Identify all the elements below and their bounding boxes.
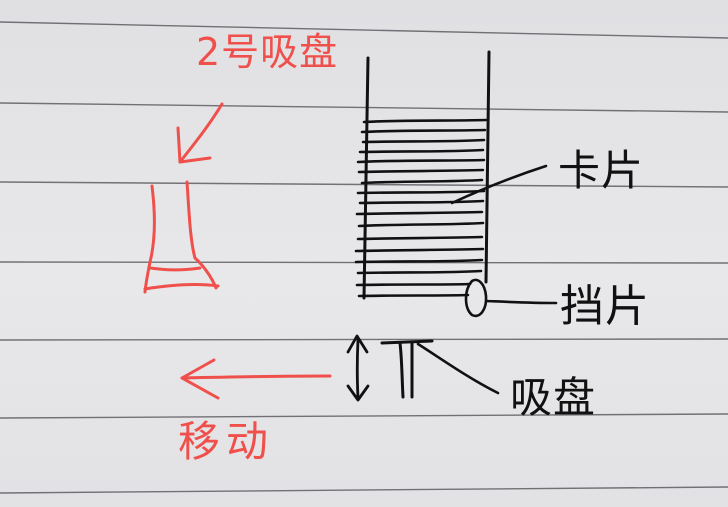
suction-leader-line	[416, 342, 500, 395]
suction-cup-2-right	[185, 180, 218, 290]
suction-cup-2-base	[143, 283, 220, 291]
ruled-lines	[0, 21, 728, 494]
move-arrow-head	[180, 358, 220, 400]
card-line	[357, 168, 485, 174]
move-arrow-shaft	[180, 374, 332, 380]
card-line	[360, 178, 484, 185]
rule-line	[0, 413, 728, 419]
arrow-head-up	[346, 334, 369, 354]
card-label: 卡片	[558, 146, 645, 195]
card-line	[362, 118, 488, 124]
rule-line	[0, 102, 728, 113]
card-leader-line	[450, 164, 548, 205]
suction-cup-2-inner	[148, 266, 202, 272]
card-line	[356, 158, 486, 164]
card-line	[356, 269, 483, 275]
stopper-outline	[464, 278, 488, 318]
arrow-head-down	[346, 384, 370, 402]
magazine-right-wall	[484, 50, 491, 284]
card-line	[358, 199, 485, 205]
move-label: 移动	[178, 417, 275, 466]
pointer-arrow-shaft	[178, 102, 224, 164]
stopper-leader-line	[484, 299, 558, 305]
card-line	[357, 293, 470, 298]
card-line	[358, 148, 485, 154]
suction-cup-2-label: 2号吸盘	[196, 30, 339, 74]
suction-cup-2-left	[143, 184, 156, 294]
arrow-shaft	[355, 338, 360, 400]
suction-cup-stem	[398, 341, 405, 399]
magazine-left-wall	[362, 56, 370, 300]
suction-cup-label: 吸盘	[510, 373, 597, 422]
card-stack	[354, 118, 488, 298]
rule-line	[0, 21, 728, 39]
card-line	[354, 247, 485, 253]
vertical-double-arrow	[346, 334, 370, 402]
card-line	[355, 210, 484, 216]
card-line	[354, 258, 484, 264]
card-line	[356, 189, 486, 195]
rule-line	[0, 486, 728, 494]
rule-line	[0, 338, 728, 341]
card-line	[357, 221, 485, 228]
card-line	[361, 138, 486, 144]
card-line	[360, 128, 487, 134]
card-magazine	[362, 50, 491, 300]
suction-cup	[380, 339, 434, 399]
red-annotations	[143, 102, 332, 400]
pointer-arrow-head	[176, 126, 212, 164]
leader-lines	[416, 164, 558, 395]
card-line	[356, 235, 484, 241]
rule-line	[0, 181, 728, 188]
card-line	[355, 282, 472, 287]
stopper-label: 挡片	[560, 281, 650, 332]
stopper-piece	[464, 278, 488, 318]
suction-cup-top	[380, 339, 434, 345]
